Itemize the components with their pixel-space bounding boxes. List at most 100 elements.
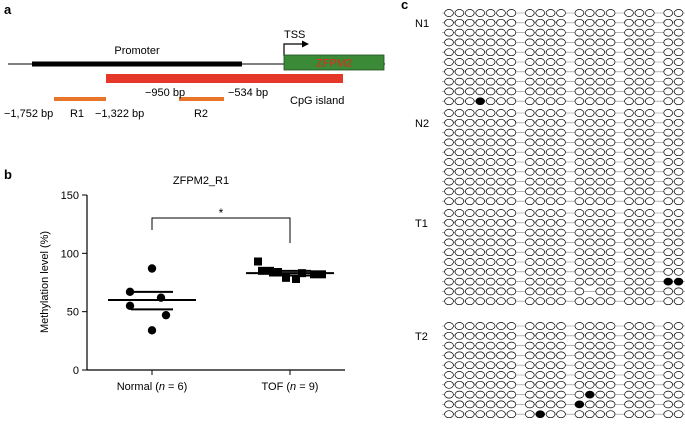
unmethylated-cpg — [663, 331, 673, 340]
unmethylated-cpg — [663, 197, 673, 206]
unmethylated-cpg — [465, 197, 475, 206]
unmethylated-cpg — [454, 331, 465, 340]
unmethylated-cpg — [595, 177, 605, 186]
unmethylated-cpg — [525, 48, 535, 57]
unmethylated-cpg — [556, 267, 566, 276]
unmethylated-cpg — [506, 177, 517, 186]
unmethylated-cpg — [454, 177, 465, 186]
unmethylated-cpg — [545, 187, 556, 196]
unmethylated-cpg — [605, 238, 616, 247]
unmethylated-cpg — [454, 67, 465, 76]
position-534-label: −534 bp — [228, 87, 268, 99]
unmethylated-cpg — [496, 287, 506, 296]
unmethylated-cpg — [645, 177, 655, 186]
unmethylated-cpg — [485, 400, 496, 409]
unmethylated-cpg — [444, 118, 454, 127]
unmethylated-cpg — [444, 167, 454, 176]
unmethylated-cpg — [556, 258, 566, 266]
unmethylated-cpg — [465, 77, 475, 86]
unmethylated-cpg — [645, 187, 655, 196]
unmethylated-cpg — [475, 277, 485, 286]
unmethylated-cpg — [624, 218, 634, 227]
unmethylated-cpg — [645, 18, 655, 27]
unmethylated-cpg — [496, 9, 506, 17]
unmethylated-cpg — [556, 177, 566, 186]
unmethylated-cpg — [535, 209, 545, 217]
unmethylated-cpg — [634, 287, 645, 296]
unmethylated-cpg — [506, 297, 517, 306]
unmethylated-cpg — [663, 287, 673, 296]
y-axis-label: Methylation level (%) — [39, 231, 51, 333]
data-point — [147, 264, 157, 273]
unmethylated-cpg — [475, 9, 485, 17]
unmethylated-cpg — [475, 148, 485, 157]
unmethylated-cpg — [585, 38, 595, 47]
unmethylated-cpg — [485, 361, 496, 370]
unmethylated-cpg — [673, 48, 684, 57]
unmethylated-cpg — [465, 258, 475, 266]
unmethylated-cpg — [585, 67, 595, 76]
unmethylated-cpg — [545, 371, 556, 379]
unmethylated-cpg — [624, 258, 634, 266]
unmethylated-cpg — [535, 109, 545, 117]
unmethylated-cpg — [634, 361, 645, 370]
unmethylated-cpg — [496, 341, 506, 350]
unmethylated-cpg — [465, 371, 475, 379]
unmethylated-cpg — [624, 297, 634, 306]
data-point — [161, 310, 171, 320]
unmethylated-cpg — [444, 148, 454, 157]
sample-group-t2: T2 — [415, 322, 685, 419]
unmethylated-cpg — [496, 158, 506, 166]
unmethylated-cpg — [634, 138, 645, 147]
unmethylated-cpg — [634, 380, 645, 389]
unmethylated-cpg — [485, 209, 496, 217]
unmethylated-cpg — [673, 197, 684, 206]
data-point — [318, 270, 326, 279]
unmethylated-cpg — [465, 400, 475, 409]
unmethylated-cpg — [605, 371, 616, 379]
unmethylated-cpg — [556, 128, 566, 137]
unmethylated-cpg — [444, 158, 454, 166]
unmethylated-cpg — [645, 148, 655, 157]
unmethylated-cpg — [634, 209, 645, 217]
unmethylated-cpg — [475, 390, 485, 399]
unmethylated-cpg — [444, 341, 454, 350]
unmethylated-cpg — [645, 331, 655, 340]
unmethylated-cpg — [454, 267, 465, 276]
unmethylated-cpg — [525, 209, 535, 217]
unmethylated-cpg — [485, 148, 496, 157]
unmethylated-cpg — [475, 258, 485, 266]
unmethylated-cpg — [506, 218, 517, 227]
unmethylated-cpg — [465, 118, 475, 127]
unmethylated-cpg — [535, 97, 545, 106]
unmethylated-cpg — [496, 277, 506, 286]
unmethylated-cpg — [545, 197, 556, 206]
unmethylated-cpg — [624, 128, 634, 137]
chart-title: ZFPM2_R1 — [173, 175, 229, 187]
unmethylated-cpg — [585, 410, 595, 419]
unmethylated-cpg — [673, 361, 684, 370]
unmethylated-cpg — [556, 297, 566, 306]
unmethylated-cpg — [545, 322, 556, 330]
unmethylated-cpg — [634, 248, 645, 257]
unmethylated-cpg — [444, 371, 454, 379]
unmethylated-cpg — [585, 228, 595, 237]
unmethylated-cpg — [496, 28, 506, 37]
unmethylated-cpg — [525, 18, 535, 27]
sample-label: T2 — [415, 331, 428, 343]
unmethylated-cpg — [545, 258, 556, 266]
unmethylated-cpg — [595, 28, 605, 37]
unmethylated-cpg — [645, 9, 655, 17]
data-point — [147, 326, 157, 335]
unmethylated-cpg — [465, 390, 475, 399]
significance-bracket — [151, 217, 291, 243]
unmethylated-cpg — [454, 109, 465, 117]
unmethylated-cpg — [485, 248, 496, 257]
unmethylated-cpg — [634, 410, 645, 419]
unmethylated-cpg — [645, 58, 655, 66]
unmethylated-cpg — [444, 258, 454, 266]
unmethylated-cpg — [444, 297, 454, 306]
unmethylated-cpg — [444, 218, 454, 227]
unmethylated-cpg — [673, 97, 684, 106]
unmethylated-cpg — [506, 138, 517, 147]
